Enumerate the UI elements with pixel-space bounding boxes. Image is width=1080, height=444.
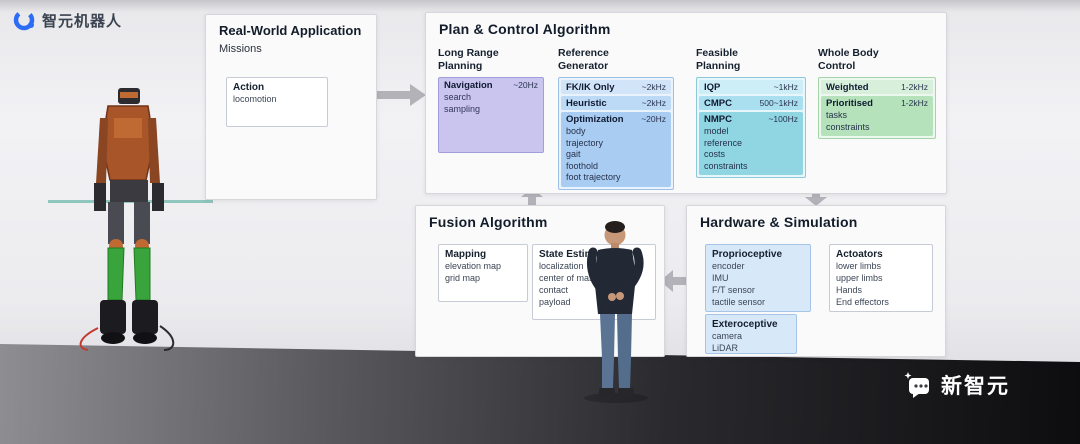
cmpc-rate: 500~1kHz: [759, 98, 798, 108]
fkik-label: FK/IK Only: [566, 82, 615, 93]
weighted-rate: 1-2kHz: [901, 82, 928, 92]
whole-body-control-column: Whole Body Control Weighted 1-2kHz Prior…: [818, 47, 936, 187]
arrow-left-icon: [660, 270, 688, 292]
action-item: locomotion: [233, 94, 277, 104]
nmpc-item: reference: [704, 137, 743, 148]
hardware-title: Hardware & Simulation: [700, 214, 858, 230]
plan-control-card: Plan & Control Algorithm Long Range Plan…: [425, 12, 947, 194]
mapping-item: elevation map: [445, 261, 502, 271]
actuators-item: lower limbs: [836, 261, 882, 271]
heuristic-rate: ~2kHz: [641, 98, 666, 108]
proprioceptive-title: Proprioceptive: [712, 249, 783, 260]
brand-logo-icon: [13, 9, 35, 31]
feasible-planning-stack: IQP ~1kHz CMPC 500~1kHz NMPC ~100Hz: [696, 77, 806, 179]
nmpc-rate: ~100Hz: [768, 114, 798, 124]
optimization-item: body: [566, 126, 586, 136]
proprioceptive-item: tactile sensor: [712, 296, 766, 307]
iqp-label: IQP: [704, 82, 721, 93]
actuators-item: upper limbs: [836, 272, 883, 283]
actuators-title: Actoators: [836, 249, 883, 260]
actuators-box: Actoators lower limbs upper limbs Hands …: [829, 244, 933, 312]
state-estimation-item: payload: [539, 296, 571, 307]
nmpc-block: NMPC ~100Hz model reference costs constr…: [699, 112, 803, 176]
feasible-planning-column: Feasible Planning IQP ~1kHz CMPC 500~1kH…: [696, 47, 808, 187]
exteroceptive-title: Exteroceptive: [712, 319, 778, 330]
cmpc-block: CMPC 500~1kHz: [699, 96, 803, 110]
iqp-block: IQP ~1kHz: [699, 80, 803, 94]
watermark-text: 新智元: [941, 375, 1010, 398]
whole-body-heading: Whole Body Control: [818, 47, 879, 73]
optimization-item: foothold: [566, 160, 599, 171]
fkik-rate: ~2kHz: [641, 82, 666, 92]
heuristic-block: Heuristic ~2kHz: [561, 96, 671, 110]
reference-generator-column: Reference Generator FK/IK Only ~2kHz Heu…: [558, 47, 674, 190]
exteroceptive-item: camera: [712, 331, 743, 341]
watermark: 新智元: [904, 370, 1010, 400]
missions-label: Missions: [219, 43, 262, 55]
proprioceptive-box: Proprioceptive encoder IMU F/T sensor ta…: [705, 244, 811, 312]
action-title: Action: [233, 82, 265, 93]
heuristic-label: Heuristic: [566, 98, 607, 109]
navigation-block: Navigation ~20Hz search sampling: [438, 77, 544, 153]
long-range-heading: Long Range Planning: [438, 47, 499, 73]
state-estimation-item: localization: [539, 261, 584, 271]
exteroceptive-box: Exteroceptive camera LiDAR: [705, 314, 797, 354]
weighted-label: Weighted: [826, 82, 869, 93]
optimization-block: Optimization ~20Hz body trajectory gait …: [561, 112, 671, 187]
action-box: Action locomotion: [226, 77, 328, 127]
fusion-title: Fusion Algorithm: [429, 214, 548, 230]
optimization-label: Optimization: [566, 114, 624, 125]
state-estimation-item: center of mass: [539, 272, 599, 283]
mapping-box: Mapping elevation map grid map: [438, 244, 528, 302]
whole-body-stack: Weighted 1-2kHz Prioritised 1-2kHz tasks…: [818, 77, 936, 140]
presenter-person: [584, 221, 648, 403]
weighted-block: Weighted 1-2kHz: [821, 80, 933, 94]
real-world-application-card: Real-World Application Missions Action l…: [205, 14, 377, 200]
stage-floor: [0, 344, 1080, 444]
real-world-title: Real-World Application: [219, 23, 362, 38]
navigation-rate: ~20Hz: [513, 80, 538, 90]
nmpc-item: costs: [704, 149, 726, 160]
arrow-right-icon: [374, 84, 426, 106]
mapping-title: Mapping: [445, 249, 487, 260]
long-range-planning-column: Long Range Planning Navigation ~20Hz sea…: [438, 47, 550, 187]
state-estimation-title: State Estimation: [539, 249, 618, 260]
proprioceptive-item: IMU: [712, 272, 729, 283]
hardware-simulation-card: Hardware & Simulation Proprioceptive enc…: [686, 205, 946, 357]
brand-logo-text: 智元机器人: [42, 12, 123, 30]
prioritised-item: constraints: [826, 121, 870, 132]
nmpc-item: constraints: [704, 160, 748, 171]
iqp-rate: ~1kHz: [773, 82, 798, 92]
prioritised-item: tasks: [826, 110, 848, 120]
brand-logo: 智元机器人: [12, 8, 122, 32]
robot-render: [48, 88, 213, 351]
navigation-item: search: [444, 92, 472, 102]
actuators-item: End effectors: [836, 296, 889, 307]
watermark-icon: [904, 372, 929, 398]
prioritised-rate: 1-2kHz: [901, 98, 928, 108]
actuators-item: Hands: [836, 284, 863, 295]
proprioceptive-item: F/T sensor: [712, 284, 755, 295]
proprioceptive-item: encoder: [712, 261, 745, 271]
plan-control-title: Plan & Control Algorithm: [439, 21, 611, 37]
nmpc-label: NMPC: [704, 114, 732, 125]
reference-generator-stack: FK/IK Only ~2kHz Heuristic ~2kHz Optimiz…: [558, 77, 674, 190]
navigation-label: Navigation: [444, 80, 493, 91]
mapping-item: grid map: [445, 272, 481, 283]
exteroceptive-item: LiDAR: [712, 342, 739, 353]
fkik-block: FK/IK Only ~2kHz: [561, 80, 671, 94]
prioritised-label: Prioritised: [826, 98, 873, 109]
prioritised-block: Prioritised 1-2kHz tasks constraints: [821, 96, 933, 137]
arrow-down-icon: [805, 188, 827, 206]
navigation-item: sampling: [444, 103, 481, 114]
optimization-rate: ~20Hz: [641, 114, 666, 124]
nmpc-item: model: [704, 126, 729, 136]
state-estimation-item: contact: [539, 284, 569, 295]
optimization-item: foot trajectory: [566, 172, 621, 183]
optimization-item: gait: [566, 149, 581, 160]
reference-generator-heading: Reference Generator: [558, 47, 609, 73]
feasible-planning-heading: Feasible Planning: [696, 47, 741, 73]
cmpc-label: CMPC: [704, 98, 732, 109]
optimization-item: trajectory: [566, 137, 604, 148]
